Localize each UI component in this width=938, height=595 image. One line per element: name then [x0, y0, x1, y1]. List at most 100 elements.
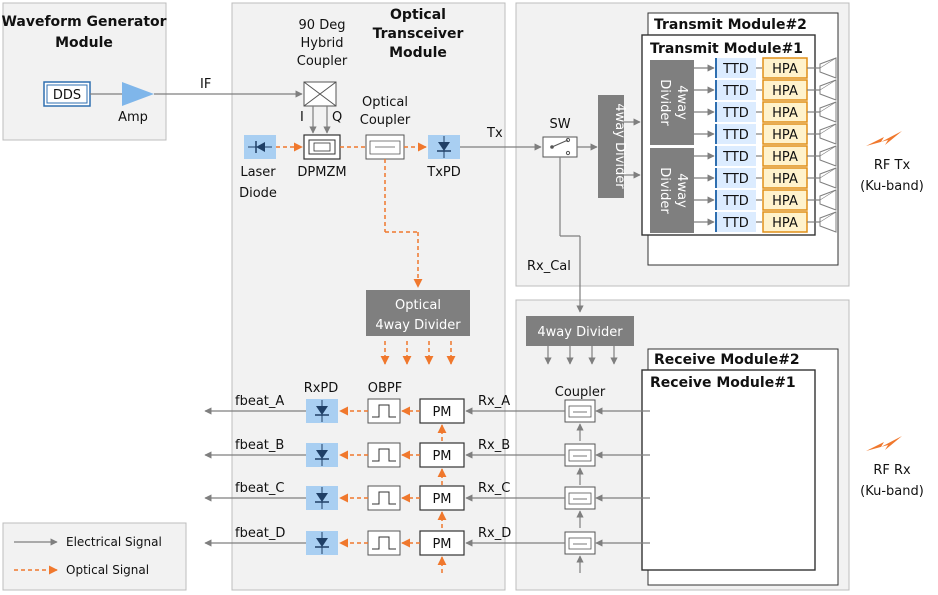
q-label: Q — [332, 110, 342, 125]
tx-ttd-block — [716, 80, 756, 100]
obpf-block — [367, 530, 401, 556]
pm-block — [419, 398, 465, 424]
tx-ttd-block — [716, 124, 756, 144]
hybrid-label-3: Coupler — [297, 54, 348, 69]
optical-coupler-label-1: Optical — [362, 95, 408, 110]
receive-module-1 — [641, 369, 816, 571]
transceiver-title-line1: Optical — [390, 7, 446, 23]
dpmzm-label: DPMZM — [297, 165, 346, 180]
rx-coupler-block — [564, 443, 596, 467]
tx-hpa-label: HPA — [772, 128, 798, 143]
tx-ttd-block — [716, 146, 756, 166]
rf-tx-label-2: (Ku-band) — [860, 179, 924, 194]
rx-coupler-block — [564, 486, 596, 510]
sw-block — [542, 136, 578, 158]
tx-ttd-label: TTD — [722, 194, 749, 209]
hybrid-label-2: Hybrid — [301, 36, 344, 51]
amp-label: Amp — [118, 110, 148, 125]
rf-rx-label-1: RF Rx — [873, 463, 911, 478]
fbeat-label: fbeat_C — [235, 481, 284, 496]
tx-ttd-label: TTD — [722, 128, 749, 143]
hybrid-label-1: 90 Deg — [299, 18, 346, 33]
rx-signal-label: Rx_A — [478, 394, 510, 409]
obpf-label: OBPF — [368, 381, 402, 396]
pm-block — [419, 530, 465, 556]
tx-hpa-label: HPA — [772, 216, 798, 231]
legend-optical-label: Optical Signal — [66, 563, 149, 577]
rx-signal-label: Rx_B — [478, 438, 510, 453]
obpf-block — [367, 442, 401, 468]
tx-antenna-icon — [819, 167, 837, 189]
transceiver-title-line3: Module — [389, 45, 447, 61]
pm-label: PM — [432, 492, 451, 507]
legend — [2, 522, 187, 591]
rx-signal-label: Rx_D — [478, 526, 511, 541]
tx-hpa-label: HPA — [772, 62, 798, 77]
tx-hpa-label: HPA — [772, 84, 798, 99]
pm-label: PM — [432, 405, 451, 420]
tx-hpa-label: HPA — [772, 194, 798, 209]
optical-divider-label-1: Optical — [395, 298, 441, 313]
fbeat-label: fbeat_A — [235, 394, 284, 409]
dds-block — [43, 81, 91, 107]
tx-ttd-block — [716, 190, 756, 210]
tx-antenna-icon — [819, 57, 837, 79]
receive-module-1-title: Receive Module#1 — [650, 375, 796, 391]
tx-hpa-label: HPA — [772, 150, 798, 165]
rf-rx-label-2: (Ku-band) — [860, 484, 924, 499]
tx-ttd-label: TTD — [722, 62, 749, 77]
rx-cal-label: Rx_Cal — [527, 259, 571, 274]
optical-coupler-label-2: Coupler — [360, 113, 411, 128]
tx-sub-divider-label-1: 4way — [674, 85, 689, 120]
tx-sub-divider-1 — [650, 60, 694, 145]
tx-4way-divider — [598, 95, 624, 198]
rf-tx-label-1: RF Tx — [874, 158, 911, 173]
tx-antenna-icon — [819, 101, 837, 123]
rf-tx-lightning-icon — [866, 131, 902, 146]
laser-label-2: Diode — [239, 186, 277, 201]
tx-antenna-icon — [819, 123, 837, 145]
tx-ttd-label: TTD — [722, 106, 749, 121]
tx-ttd-block — [716, 212, 756, 232]
tx-ttd-block — [716, 102, 756, 122]
waveform-generator-module — [2, 2, 167, 141]
waveform-title-line1: Waveform Generator — [1, 14, 166, 30]
rx-coupler-block — [564, 399, 596, 423]
rx-signal-label: Rx_C — [478, 481, 510, 496]
receive-module-2-title: Receive Module#2 — [654, 352, 800, 368]
tx-antenna-icon — [819, 211, 837, 233]
tx-sub-divider-label-1: 4way — [674, 173, 689, 208]
laser-label-1: Laser — [240, 165, 276, 180]
transmit-module-2-title: Transmit Module#2 — [654, 17, 807, 33]
tx-antenna-icon — [819, 189, 837, 211]
rx-4way-divider-label: 4way Divider — [537, 325, 623, 340]
tx-antenna-icon — [819, 145, 837, 167]
optical-divider-label-2: 4way Divider — [375, 318, 461, 333]
tx-ttd-block — [716, 58, 756, 78]
tx-sub-divider-label-2: Divider — [657, 79, 672, 126]
fbeat-label: fbeat_B — [235, 438, 284, 453]
rx-coupler-block — [564, 531, 596, 555]
coupler-label: Coupler — [555, 385, 606, 400]
tx-antenna-icon — [819, 79, 837, 101]
transceiver-title-line2: Transceiver — [373, 26, 464, 42]
pm-block — [419, 485, 465, 511]
tx-ttd-label: TTD — [722, 172, 749, 187]
tx-label: Tx — [486, 126, 503, 141]
fbeat-label: fbeat_D — [235, 526, 285, 541]
tx-hpa-label: HPA — [772, 172, 798, 187]
txpd-label: TxPD — [426, 165, 460, 180]
tx-ttd-label: TTD — [722, 84, 749, 99]
sw-label: SW — [549, 117, 570, 132]
optical-4way-divider — [366, 290, 470, 336]
pm-label: PM — [432, 449, 451, 464]
transmit-module-1-title: Transmit Module#1 — [650, 41, 803, 57]
tx-hpa-label: HPA — [772, 106, 798, 121]
dds-label: DDS — [53, 88, 81, 103]
tx-sub-divider-2 — [650, 148, 694, 233]
i-label: I — [300, 110, 304, 125]
tx-ttd-label: TTD — [722, 216, 749, 231]
waveform-title-line2: Module — [55, 35, 113, 51]
tx-ttd-block — [716, 168, 756, 188]
